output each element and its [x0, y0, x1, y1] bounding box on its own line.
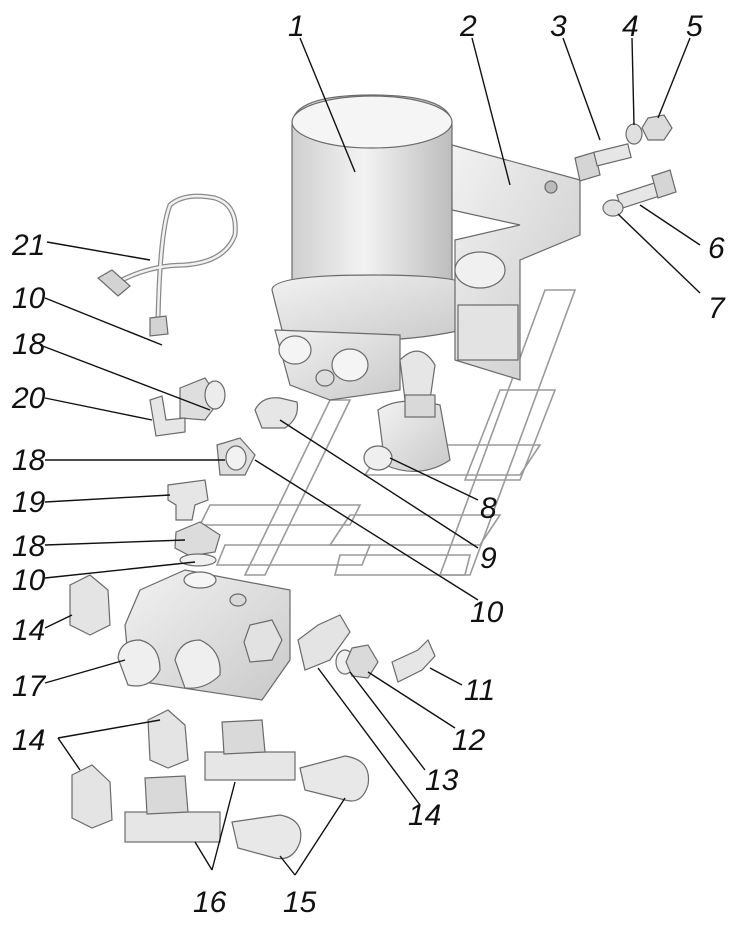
washer-4-part — [625, 123, 643, 145]
elbow-14-upper-part — [69, 574, 111, 636]
bolt-3-part — [574, 143, 632, 182]
bolt-6-part — [616, 169, 677, 210]
callout-15: 15 — [283, 886, 317, 919]
sleeve-15-upper-part — [299, 755, 370, 802]
callout-2: 2 — [459, 10, 477, 43]
callout-11: 11 — [464, 674, 495, 707]
adapter-9-part — [254, 397, 299, 429]
mounting-bracket-part — [451, 144, 581, 381]
dryer-valve-body-part — [274, 329, 436, 401]
elbow-14-lower-part — [71, 764, 113, 829]
nut-5-part — [641, 114, 673, 141]
leader-lines — [39, 37, 701, 876]
callout-17: 17 — [12, 670, 47, 703]
elbow-19-part — [167, 479, 209, 521]
callout-12: 12 — [452, 724, 486, 757]
callout-labels: 1 2 3 4 5 6 7 21 10 18 20 18 19 18 10 14… — [11, 10, 726, 919]
callout-9: 9 — [480, 542, 497, 575]
callout-19: 19 — [12, 486, 46, 519]
callout-4: 4 — [622, 10, 639, 43]
callout-16: 16 — [193, 886, 227, 919]
fitting-18-10-lower-part — [174, 521, 221, 567]
callout-21: 21 — [11, 229, 45, 262]
callout-10c: 10 — [470, 596, 504, 629]
callout-20: 20 — [11, 382, 46, 415]
watermark-logo — [198, 289, 577, 576]
callout-18a: 18 — [12, 328, 46, 361]
callout-7: 7 — [708, 292, 726, 325]
sleeve-15-lower-part — [231, 814, 302, 860]
elbow-11-part — [391, 638, 436, 683]
fitting-18-10-middle-part — [216, 437, 256, 476]
callout-14c: 14 — [408, 799, 441, 832]
tee-16-lower-part — [124, 775, 221, 843]
callout-14b: 14 — [12, 724, 45, 757]
elbow-14-middle-part — [147, 709, 189, 769]
fitting-10-18-upper-part — [179, 377, 226, 421]
callout-10b: 10 — [12, 564, 46, 597]
callout-18b: 18 — [12, 444, 46, 477]
valve-block-17-part — [117, 569, 291, 701]
callout-8: 8 — [480, 492, 497, 525]
tube-21-part — [96, 193, 238, 337]
callout-13: 13 — [425, 764, 459, 797]
callout-6: 6 — [708, 232, 725, 265]
filter-cartridge-part — [271, 94, 473, 341]
callout-14a: 14 — [12, 614, 45, 647]
callout-10a: 10 — [12, 282, 46, 315]
callout-5: 5 — [686, 10, 703, 43]
valve-assembly-part — [363, 394, 451, 473]
washer-7-part — [602, 199, 624, 217]
callout-18c: 18 — [12, 530, 46, 563]
tee-16-upper-part — [204, 719, 296, 781]
elbow-14-right-part — [297, 614, 351, 671]
elbow-20-part — [149, 395, 186, 437]
callout-1: 1 — [288, 10, 305, 43]
nut-12-part — [345, 644, 379, 679]
callout-3: 3 — [550, 10, 567, 43]
